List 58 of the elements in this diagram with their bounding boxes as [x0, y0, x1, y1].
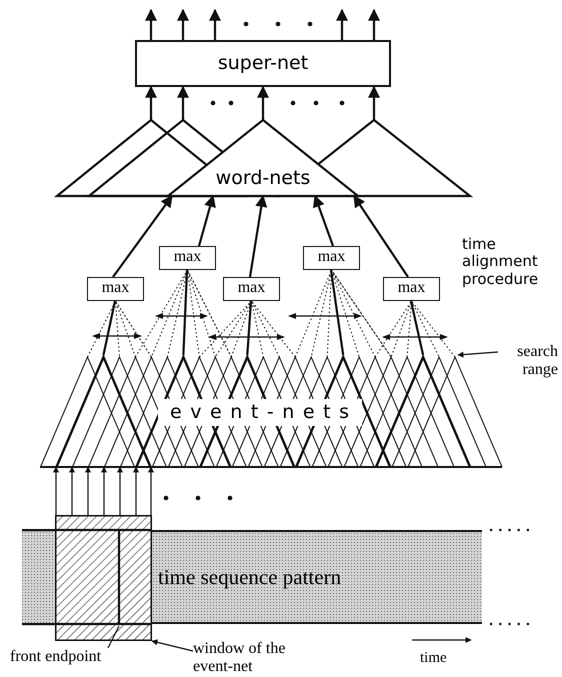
arrow: [177, 86, 189, 120]
leader-line: [457, 351, 498, 358]
arrow: [336, 8, 348, 40]
pattern-band: [152, 530, 482, 624]
axis-label: time: [420, 650, 448, 668]
dotted-search-line: [87, 299, 152, 358]
box-title: super-net: [216, 53, 310, 74]
callout-text: window of the event-net: [193, 640, 286, 676]
process-box: [135, 40, 391, 87]
arrow: [85, 466, 91, 515]
box-title: max: [172, 248, 202, 266]
callout-text: search range: [516, 343, 558, 378]
dotted-search-line: [198, 299, 296, 358]
dotted-search-line: [294, 270, 392, 358]
arrow: [145, 8, 157, 40]
arrow: [101, 466, 107, 515]
band-title: time sequence pattern: [158, 566, 342, 590]
arrow: [117, 466, 123, 515]
arrow: [133, 466, 139, 515]
connector-line: [410, 300, 424, 356]
net-title: word-nets: [214, 168, 312, 189]
net-title: event-nets: [158, 399, 362, 426]
max-box: [383, 277, 440, 301]
box-title: max: [396, 279, 426, 297]
box-title: max: [316, 248, 346, 266]
dotted-search-line: [134, 270, 232, 358]
box-title: max: [100, 279, 130, 297]
arrow: [368, 86, 380, 120]
event-net-array: [40, 355, 502, 467]
arrow: [313, 194, 334, 246]
box-title: max: [236, 279, 266, 297]
annotation-text: time alignment procedure: [462, 236, 540, 288]
arrow: [353, 195, 409, 278]
arrow: [248, 194, 268, 278]
max-box: [159, 246, 216, 270]
max-box: [303, 246, 360, 270]
arrow: [53, 466, 59, 515]
arrow: [145, 86, 157, 120]
leader-line: [107, 626, 120, 648]
arrow: [148, 466, 154, 515]
connector-line: [246, 300, 252, 356]
hatched-window: [55, 515, 152, 641]
connector-line: [102, 300, 116, 356]
max-box: [223, 277, 280, 301]
dotted-search-line: [374, 299, 456, 358]
arrow: [177, 8, 189, 40]
triangle-net: [168, 120, 358, 196]
arrow: [368, 8, 380, 40]
arrow: [257, 86, 269, 120]
connector-line: [330, 270, 344, 356]
arrow: [209, 8, 221, 40]
arrow: [112, 195, 173, 278]
arrow: [69, 466, 75, 515]
callout-text: front endpoint: [10, 648, 102, 666]
connector-line: [182, 270, 188, 356]
max-box: [87, 277, 144, 301]
leader-line: [151, 639, 194, 652]
arrow: [198, 194, 216, 246]
